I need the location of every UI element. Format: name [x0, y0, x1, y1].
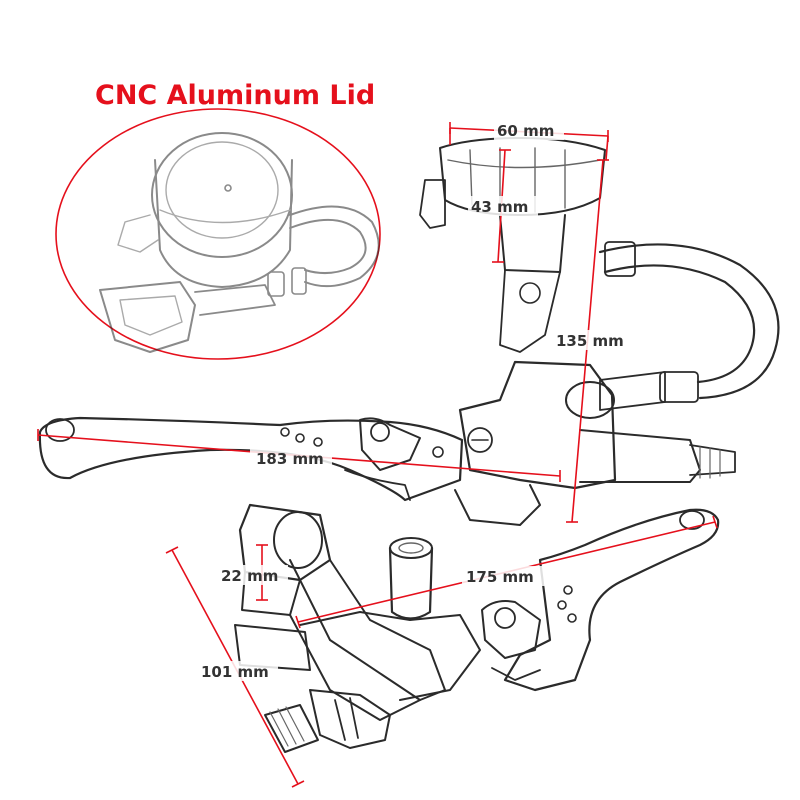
top-lever	[38, 416, 464, 502]
lid-callout: CNC Aluminum Lid	[55, 80, 381, 360]
reservoir	[419, 137, 606, 353]
bottom-lever	[503, 508, 720, 692]
brake-hose	[598, 241, 780, 411]
pump-body	[454, 360, 736, 526]
callout-circle	[55, 108, 381, 360]
zoomed-reservoir	[99, 132, 380, 353]
dim-reservoir-height: 43 mm	[471, 198, 528, 216]
cylinder-boss	[388, 537, 434, 620]
dim-lever-length-bottom: 175 mm	[466, 568, 534, 586]
top-assembly	[38, 137, 780, 526]
cable-adjuster	[234, 624, 391, 753]
mid-body	[299, 611, 481, 701]
dim-clamp-diameter: 22 mm	[221, 567, 278, 585]
dim-lever-length-top: 183 mm	[256, 450, 324, 468]
dim-clamp-length: 101 mm	[201, 663, 269, 681]
bottom-assembly	[234, 503, 720, 753]
callout-title: CNC Aluminum Lid	[95, 80, 375, 111]
dim-reservoir-width: 60 mm	[497, 122, 554, 140]
dim-pump-height: 135 mm	[556, 332, 624, 350]
